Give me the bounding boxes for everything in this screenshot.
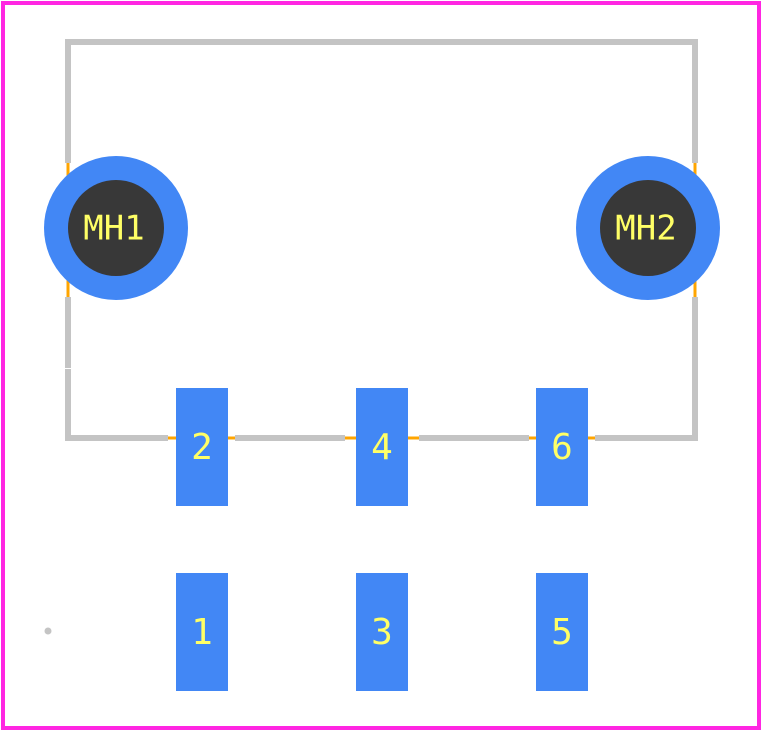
pad-2-label: 2 bbox=[191, 427, 213, 468]
mounting-hole-mh2: MH2 bbox=[576, 156, 720, 300]
pad-3-label: 3 bbox=[371, 612, 393, 653]
pad-6: 6 bbox=[536, 388, 588, 506]
mounting-hole-mh1: MH1 bbox=[44, 156, 188, 300]
pad-3: 3 bbox=[356, 573, 408, 691]
pad-6-label: 6 bbox=[551, 427, 573, 468]
pad-1: 1 bbox=[176, 573, 228, 691]
mh1-label: MH1 bbox=[83, 209, 144, 249]
pad-4: 4 bbox=[356, 388, 408, 506]
pad-5: 5 bbox=[536, 573, 588, 691]
pad-5-label: 5 bbox=[551, 612, 573, 653]
pad-1-label: 1 bbox=[191, 612, 213, 653]
pad-2: 2 bbox=[176, 388, 228, 506]
mh2-label: MH2 bbox=[615, 209, 676, 249]
pin1-marker bbox=[44, 627, 52, 635]
pad-4-label: 4 bbox=[371, 427, 393, 468]
silkscreen-outline bbox=[65, 39, 698, 441]
